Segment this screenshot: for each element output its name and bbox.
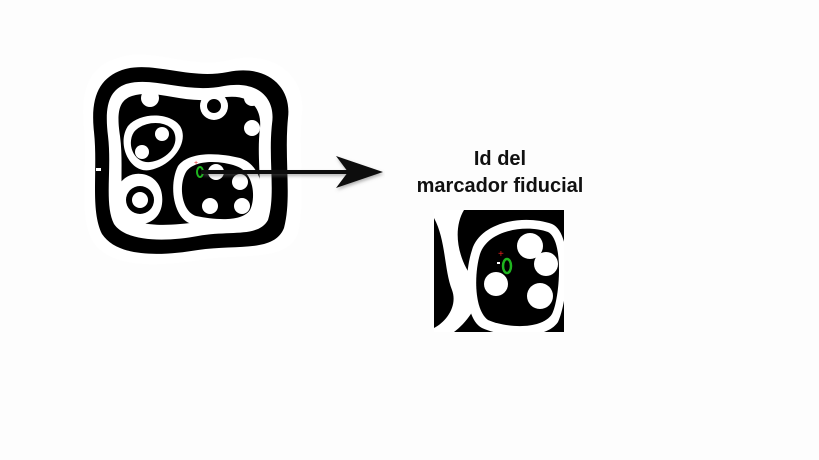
- marker-dot: [232, 174, 248, 190]
- arrow-icon: [202, 156, 383, 188]
- crop-dot: [527, 283, 553, 309]
- id-mark-red: +: [194, 160, 198, 167]
- crop-id-mark-red: +: [498, 249, 504, 260]
- fiducial-marker-image: +: [83, 54, 303, 265]
- marker-dot: [155, 127, 169, 141]
- crop-white-tick: [497, 262, 500, 264]
- marker-dot: [141, 89, 159, 107]
- marker-dot: [244, 90, 260, 106]
- marker-dot: [244, 120, 260, 136]
- crop-dot: [517, 233, 543, 259]
- marker-dot: [202, 198, 218, 214]
- crop-id-mark-green: [501, 257, 513, 275]
- crop-black-edge: [434, 218, 454, 328]
- marker-dot: [132, 192, 148, 208]
- crop-dot: [534, 252, 558, 276]
- marker-dot: [207, 99, 221, 113]
- marker-dot: [234, 198, 250, 214]
- title-line-1: Id del: [473, 148, 527, 170]
- title-line-2: marcador fiducial: [416, 175, 584, 197]
- marker-speck: [96, 168, 101, 171]
- marker-id-title: Id del marcador fiducial: [380, 146, 620, 200]
- crop-dot: [484, 272, 508, 296]
- marker-id-crop-image: +: [434, 210, 564, 332]
- marker-dot: [135, 145, 149, 159]
